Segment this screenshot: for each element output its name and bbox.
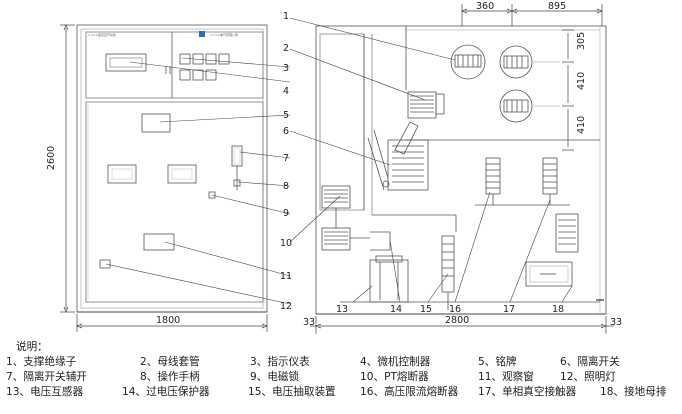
electromagnetic-lock — [208, 191, 216, 199]
callout-7: 7 — [283, 153, 289, 164]
front-view — [76, 24, 268, 313]
dim-2800: 2800 — [445, 315, 469, 326]
dim-305: 305 — [576, 32, 587, 50]
panel-caption: ××××型高压开关柜 — [88, 32, 116, 37]
legend: 说明： 1、支撑绝缘子 2、母线套管 3、指示仪表 4、微机控制器 5、铭牌 6… — [6, 340, 682, 400]
observation-window — [143, 233, 175, 251]
voltage-extraction — [441, 235, 455, 310]
legend-item: 13、电压互感器 — [6, 386, 84, 398]
legend-item: 3、指示仪表 — [250, 356, 310, 368]
callout-15: 15 — [420, 304, 432, 315]
callout-5: 5 — [283, 110, 289, 121]
legend-item: 2、母线套管 — [140, 356, 200, 368]
cabinet-drawing: ××××型高压开关柜 ××××电气有限公司 2600 1800 — [46, 1, 622, 334]
callout-1: 1 — [283, 11, 289, 22]
pt-fuse — [321, 185, 391, 251]
legend-item: 15、电压抽取装置 — [248, 386, 336, 398]
legend-row-2: 7、隔离开关辅开 8、操作手柄 9、电磁锁 10、PT熔断器 11、观察窗 12… — [6, 370, 682, 385]
callout-6: 6 — [283, 126, 289, 137]
window-left — [107, 164, 137, 184]
legend-item: 10、PT熔断器 — [360, 371, 429, 383]
legend-item: 18、接地母排 — [600, 386, 667, 398]
callout-17: 17 — [503, 304, 515, 315]
lighting-lamp — [99, 259, 111, 269]
legend-item: 4、微机控制器 — [360, 356, 431, 368]
legend-item: 1、支撑绝缘子 — [6, 356, 77, 368]
brand-caption: ××××电气有限公司 — [210, 32, 238, 37]
callout-4: 4 — [283, 86, 289, 97]
legend-item: 9、电磁锁 — [250, 371, 300, 383]
callout-14: 14 — [390, 304, 402, 315]
voltage-transformer — [369, 255, 409, 303]
hv-fuses — [475, 157, 570, 206]
callout-12: 12 — [280, 301, 292, 312]
legend-item: 14、过电压保护器 — [122, 386, 210, 398]
legend-row-1: 1、支撑绝缘子 2、母线套管 3、指示仪表 4、微机控制器 5、铭牌 6、隔离开… — [6, 355, 682, 370]
callout-16: 16 — [449, 304, 461, 315]
operating-handle — [231, 145, 243, 167]
micro-controller-display — [105, 53, 147, 72]
legend-item: 17、单相真空接触器 — [478, 386, 577, 398]
legend-item: 11、观察窗 — [478, 371, 534, 383]
dim-33-left: 33 — [303, 317, 315, 328]
side-frame — [315, 25, 607, 315]
nameplate — [141, 113, 171, 133]
dim-33-right: 33 — [610, 317, 622, 328]
callout-3: 3 — [283, 63, 289, 74]
front-height-dim: 2600 — [46, 146, 57, 170]
legend-item: 12、照明灯 — [560, 371, 616, 383]
side-view — [315, 25, 607, 315]
callout-10: 10 — [280, 238, 292, 249]
callout-2: 2 — [283, 43, 289, 54]
dim-410-a: 410 — [576, 72, 587, 90]
callout-8: 8 — [283, 181, 289, 192]
meter-3 — [205, 53, 217, 65]
dim-410-b: 410 — [576, 116, 587, 134]
dim-895: 895 — [548, 1, 566, 12]
legend-row-3: 13、电压互感器 14、过电压保护器 15、电压抽取装置 16、高压限流熔断器 … — [6, 385, 682, 400]
vacuum-contactor — [525, 213, 579, 287]
front-width-dim: 1800 — [156, 315, 180, 326]
legend-item: 16、高压限流熔断器 — [360, 386, 459, 398]
meter-1 — [179, 53, 191, 65]
legend-item: 5、铭牌 — [478, 356, 517, 368]
callout-13: 13 — [336, 304, 348, 315]
dim-360: 360 — [476, 1, 494, 12]
meter-4 — [218, 53, 230, 65]
window-right — [167, 164, 197, 184]
brand-logo — [199, 31, 205, 37]
legend-title: 说明： — [16, 341, 48, 353]
disconnect-switch — [367, 121, 429, 191]
callout-18: 18 — [552, 304, 564, 315]
callout-9: 9 — [283, 208, 289, 219]
support-insulators — [450, 44, 560, 123]
callout-11: 11 — [280, 271, 292, 282]
legend-item: 6、隔离开关 — [560, 356, 620, 368]
legend-item: 8、操作手柄 — [140, 371, 200, 383]
legend-item: 7、隔离开关辅开 — [6, 371, 87, 383]
